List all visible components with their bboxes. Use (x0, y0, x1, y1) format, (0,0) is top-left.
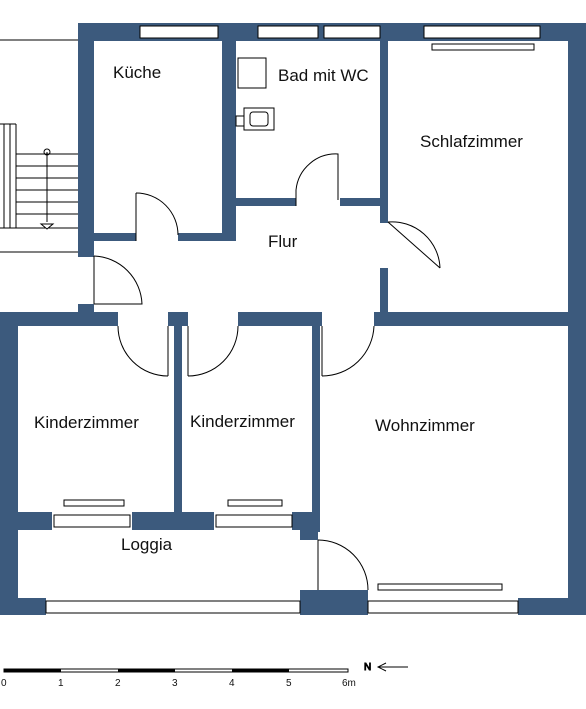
scale-tick-1: 1 (58, 678, 64, 689)
scale-tick-0: 0 (1, 678, 7, 689)
windows (45, 25, 541, 614)
scale-tick-5: 5 (286, 678, 292, 689)
room-label-kitchen: Küche (113, 63, 161, 82)
room-label-living-room: Wohnzimmer (375, 416, 475, 435)
bathroom-fixtures (235, 57, 275, 131)
room-label-child-room-1: Kinderzimmer (34, 413, 139, 432)
doors (93, 153, 441, 591)
scale-tick-3: 3 (172, 678, 178, 689)
staircase (0, 39, 80, 253)
scale-bar: 0 1 2 3 4 5 6m (1, 668, 356, 689)
north-arrow-label: N (364, 662, 371, 673)
scale-tick-6: 6m (342, 678, 356, 689)
room-label-loggia: Loggia (121, 535, 173, 554)
scale-tick-4: 4 (229, 678, 235, 689)
room-label-hallway: Flur (268, 232, 298, 251)
radiators (63, 43, 535, 591)
room-label-child-room-2: Kinderzimmer (190, 412, 295, 431)
north-arrow-icon: N (364, 662, 408, 674)
room-label-bedroom: Schlafzimmer (420, 132, 523, 151)
scale-tick-2: 2 (115, 678, 121, 689)
room-label-bathroom: Bad mit WC (278, 66, 369, 85)
